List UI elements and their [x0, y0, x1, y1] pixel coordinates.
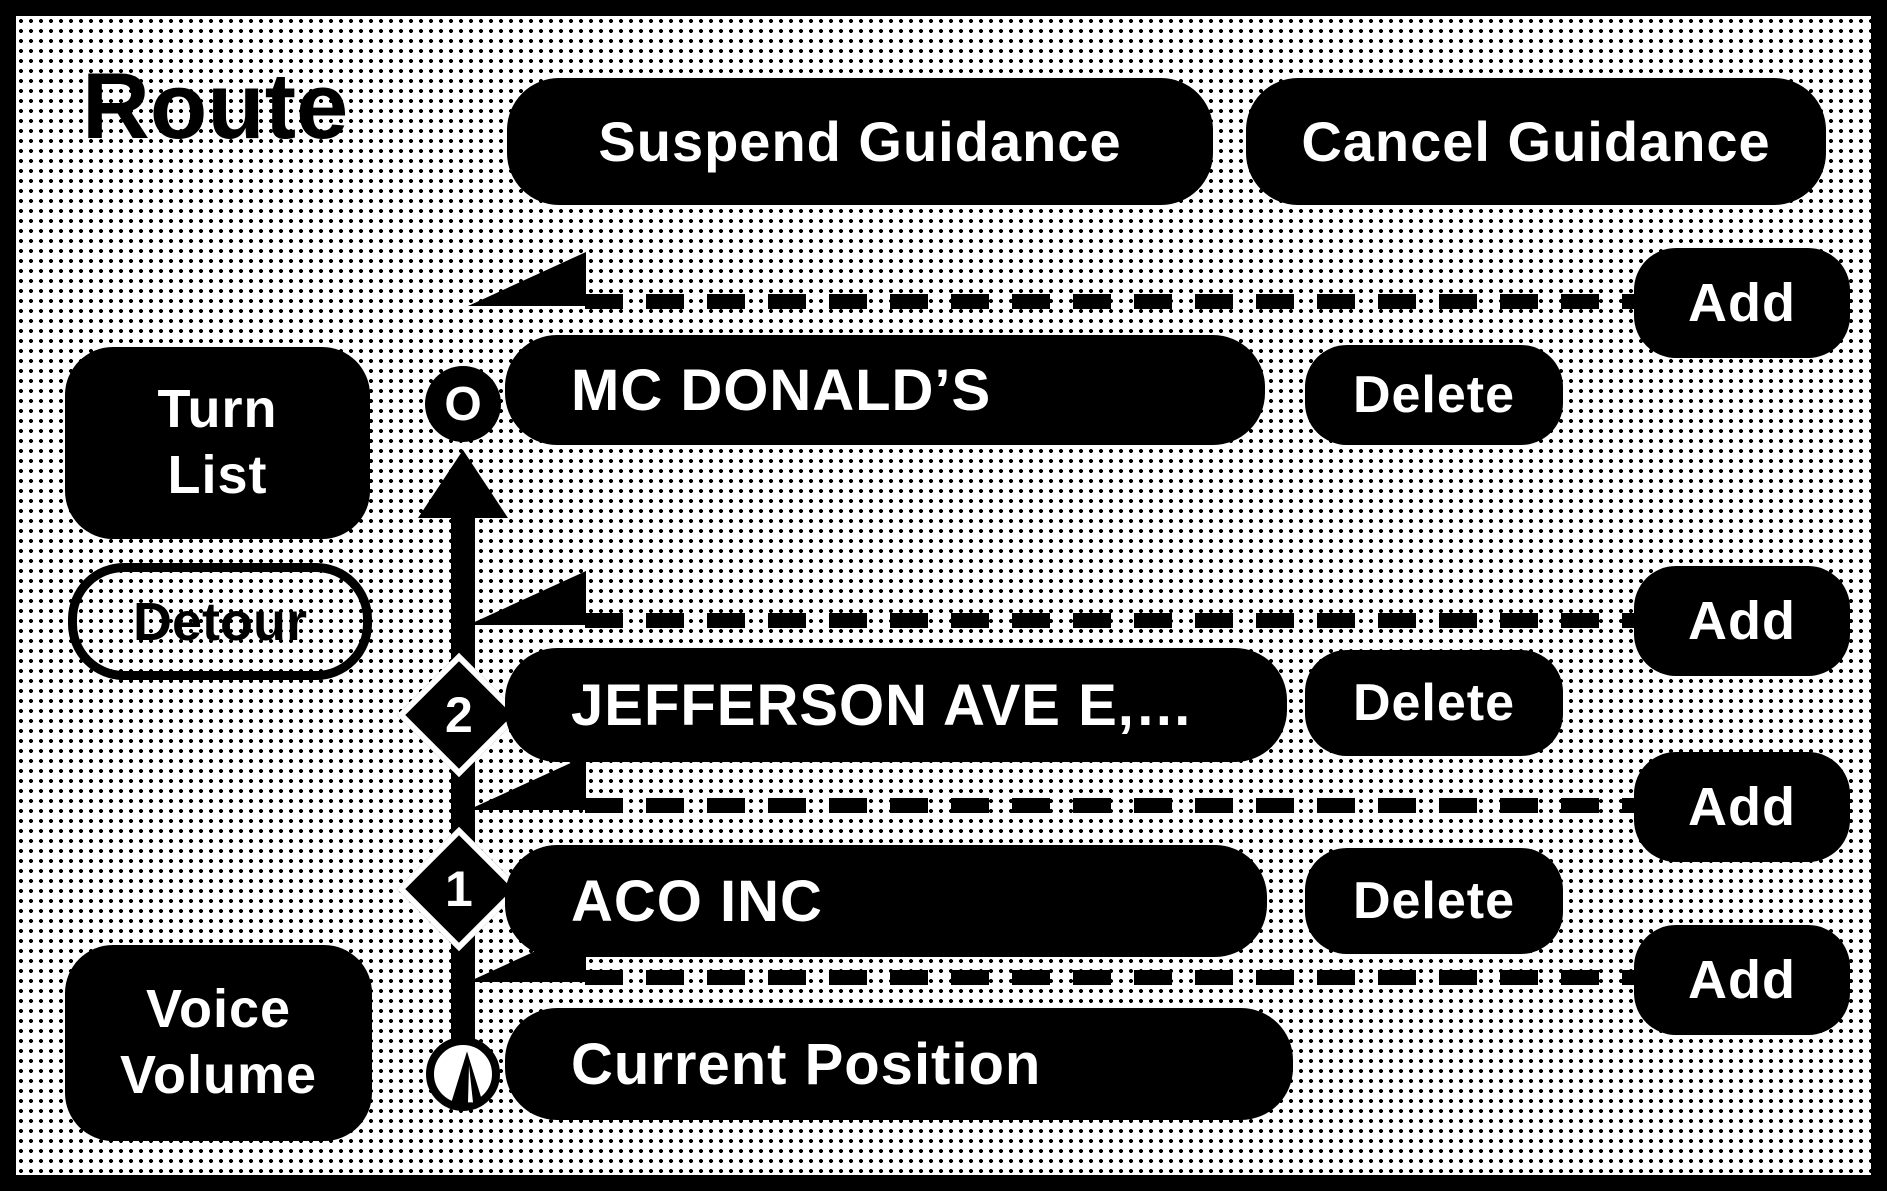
add-waypoint-button[interactable]: Add [1634, 925, 1850, 1035]
current-position-icon [426, 1037, 500, 1111]
waypoint-2-marker-icon: 2 [396, 652, 522, 778]
route-line [451, 511, 475, 1056]
voice-volume-button[interactable]: Voice Volume [65, 945, 372, 1141]
destination-marker-label: O [444, 377, 482, 431]
suspend-guidance-button[interactable]: Suspend Guidance [507, 78, 1213, 205]
add-destination-button[interactable]: Add [1634, 248, 1850, 358]
turn-list-label-line1: Turn [157, 379, 278, 440]
destination-name-plate: MC DONALD’S [505, 335, 1265, 445]
turn-list-button[interactable]: Turn List [65, 347, 370, 539]
add-arrow-head-icon [468, 252, 586, 306]
voice-volume-label-line1: Voice [145, 979, 292, 1040]
add-waypoint-button[interactable]: Add [1634, 752, 1850, 862]
add-arrow-dashed-line [585, 613, 1634, 628]
route-screen-background: Route Suspend Guidance Cancel Guidance A… [16, 16, 1871, 1175]
waypoint-1-marker-icon: 1 [396, 826, 522, 952]
detour-button[interactable]: Detour [68, 563, 372, 680]
add-waypoint-button[interactable]: Add [1634, 566, 1850, 676]
waypoint-2-marker-label: 2 [445, 687, 473, 743]
route-direction-arrow-icon [418, 450, 508, 518]
add-arrow-dashed-line [585, 294, 1634, 309]
waypoint-1-name-plate: ACO INC [505, 845, 1267, 957]
current-position-arrow-highlight [468, 1065, 473, 1103]
add-arrow-dashed-line [585, 970, 1634, 985]
add-arrow-head-icon [468, 571, 586, 625]
turn-list-label-line2: List [167, 445, 268, 505]
voice-volume-label-line2: Volume [119, 1045, 318, 1105]
delete-destination-button[interactable]: Delete [1305, 345, 1563, 445]
add-arrow-dashed-line [585, 798, 1634, 813]
delete-waypoint-1-button[interactable]: Delete [1305, 848, 1563, 954]
destination-marker-icon: O [425, 366, 501, 442]
page-title: Route [82, 53, 349, 158]
cancel-guidance-button[interactable]: Cancel Guidance [1246, 78, 1826, 205]
waypoint-1-marker-label: 1 [445, 861, 473, 917]
add-arrow-head-icon [468, 756, 586, 810]
current-position-arrow-icon [451, 1051, 483, 1104]
origin-name-plate: Current Position [505, 1008, 1293, 1120]
delete-waypoint-2-button[interactable]: Delete [1305, 650, 1563, 756]
waypoint-2-name-plate: JEFFERSON AVE E,… [505, 648, 1287, 762]
